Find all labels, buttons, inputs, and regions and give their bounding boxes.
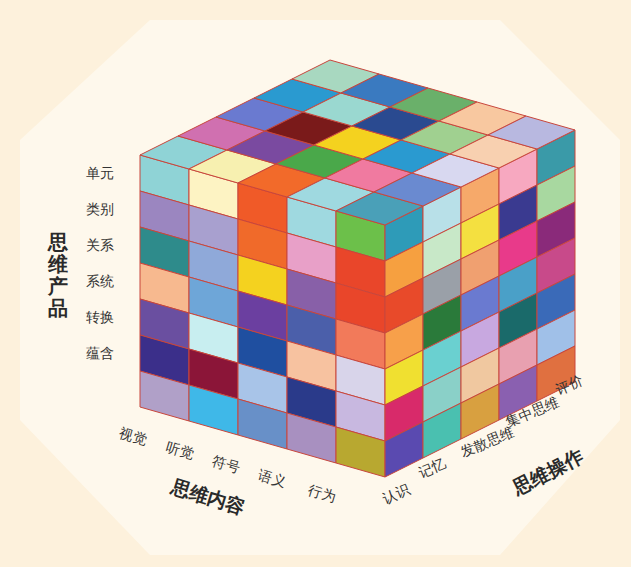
product-label: 蕴含 [86, 345, 114, 362]
cube-cell [336, 427, 385, 477]
product-label: 关系 [86, 237, 114, 254]
cube-cell [140, 371, 189, 421]
product-label: 系统 [86, 273, 114, 290]
product-label: 转换 [86, 309, 114, 326]
product-label: 类别 [86, 201, 114, 218]
cube-cell [423, 403, 461, 458]
cube-cells [140, 60, 575, 477]
cube-cell [238, 399, 287, 449]
cube-cell [287, 413, 336, 463]
hexagon-ground [20, 20, 620, 555]
cube-cell [488, 116, 575, 149]
product-label: 单元 [86, 165, 114, 182]
axis-title: 思维产品 [48, 231, 68, 319]
cube-cell [189, 385, 238, 435]
